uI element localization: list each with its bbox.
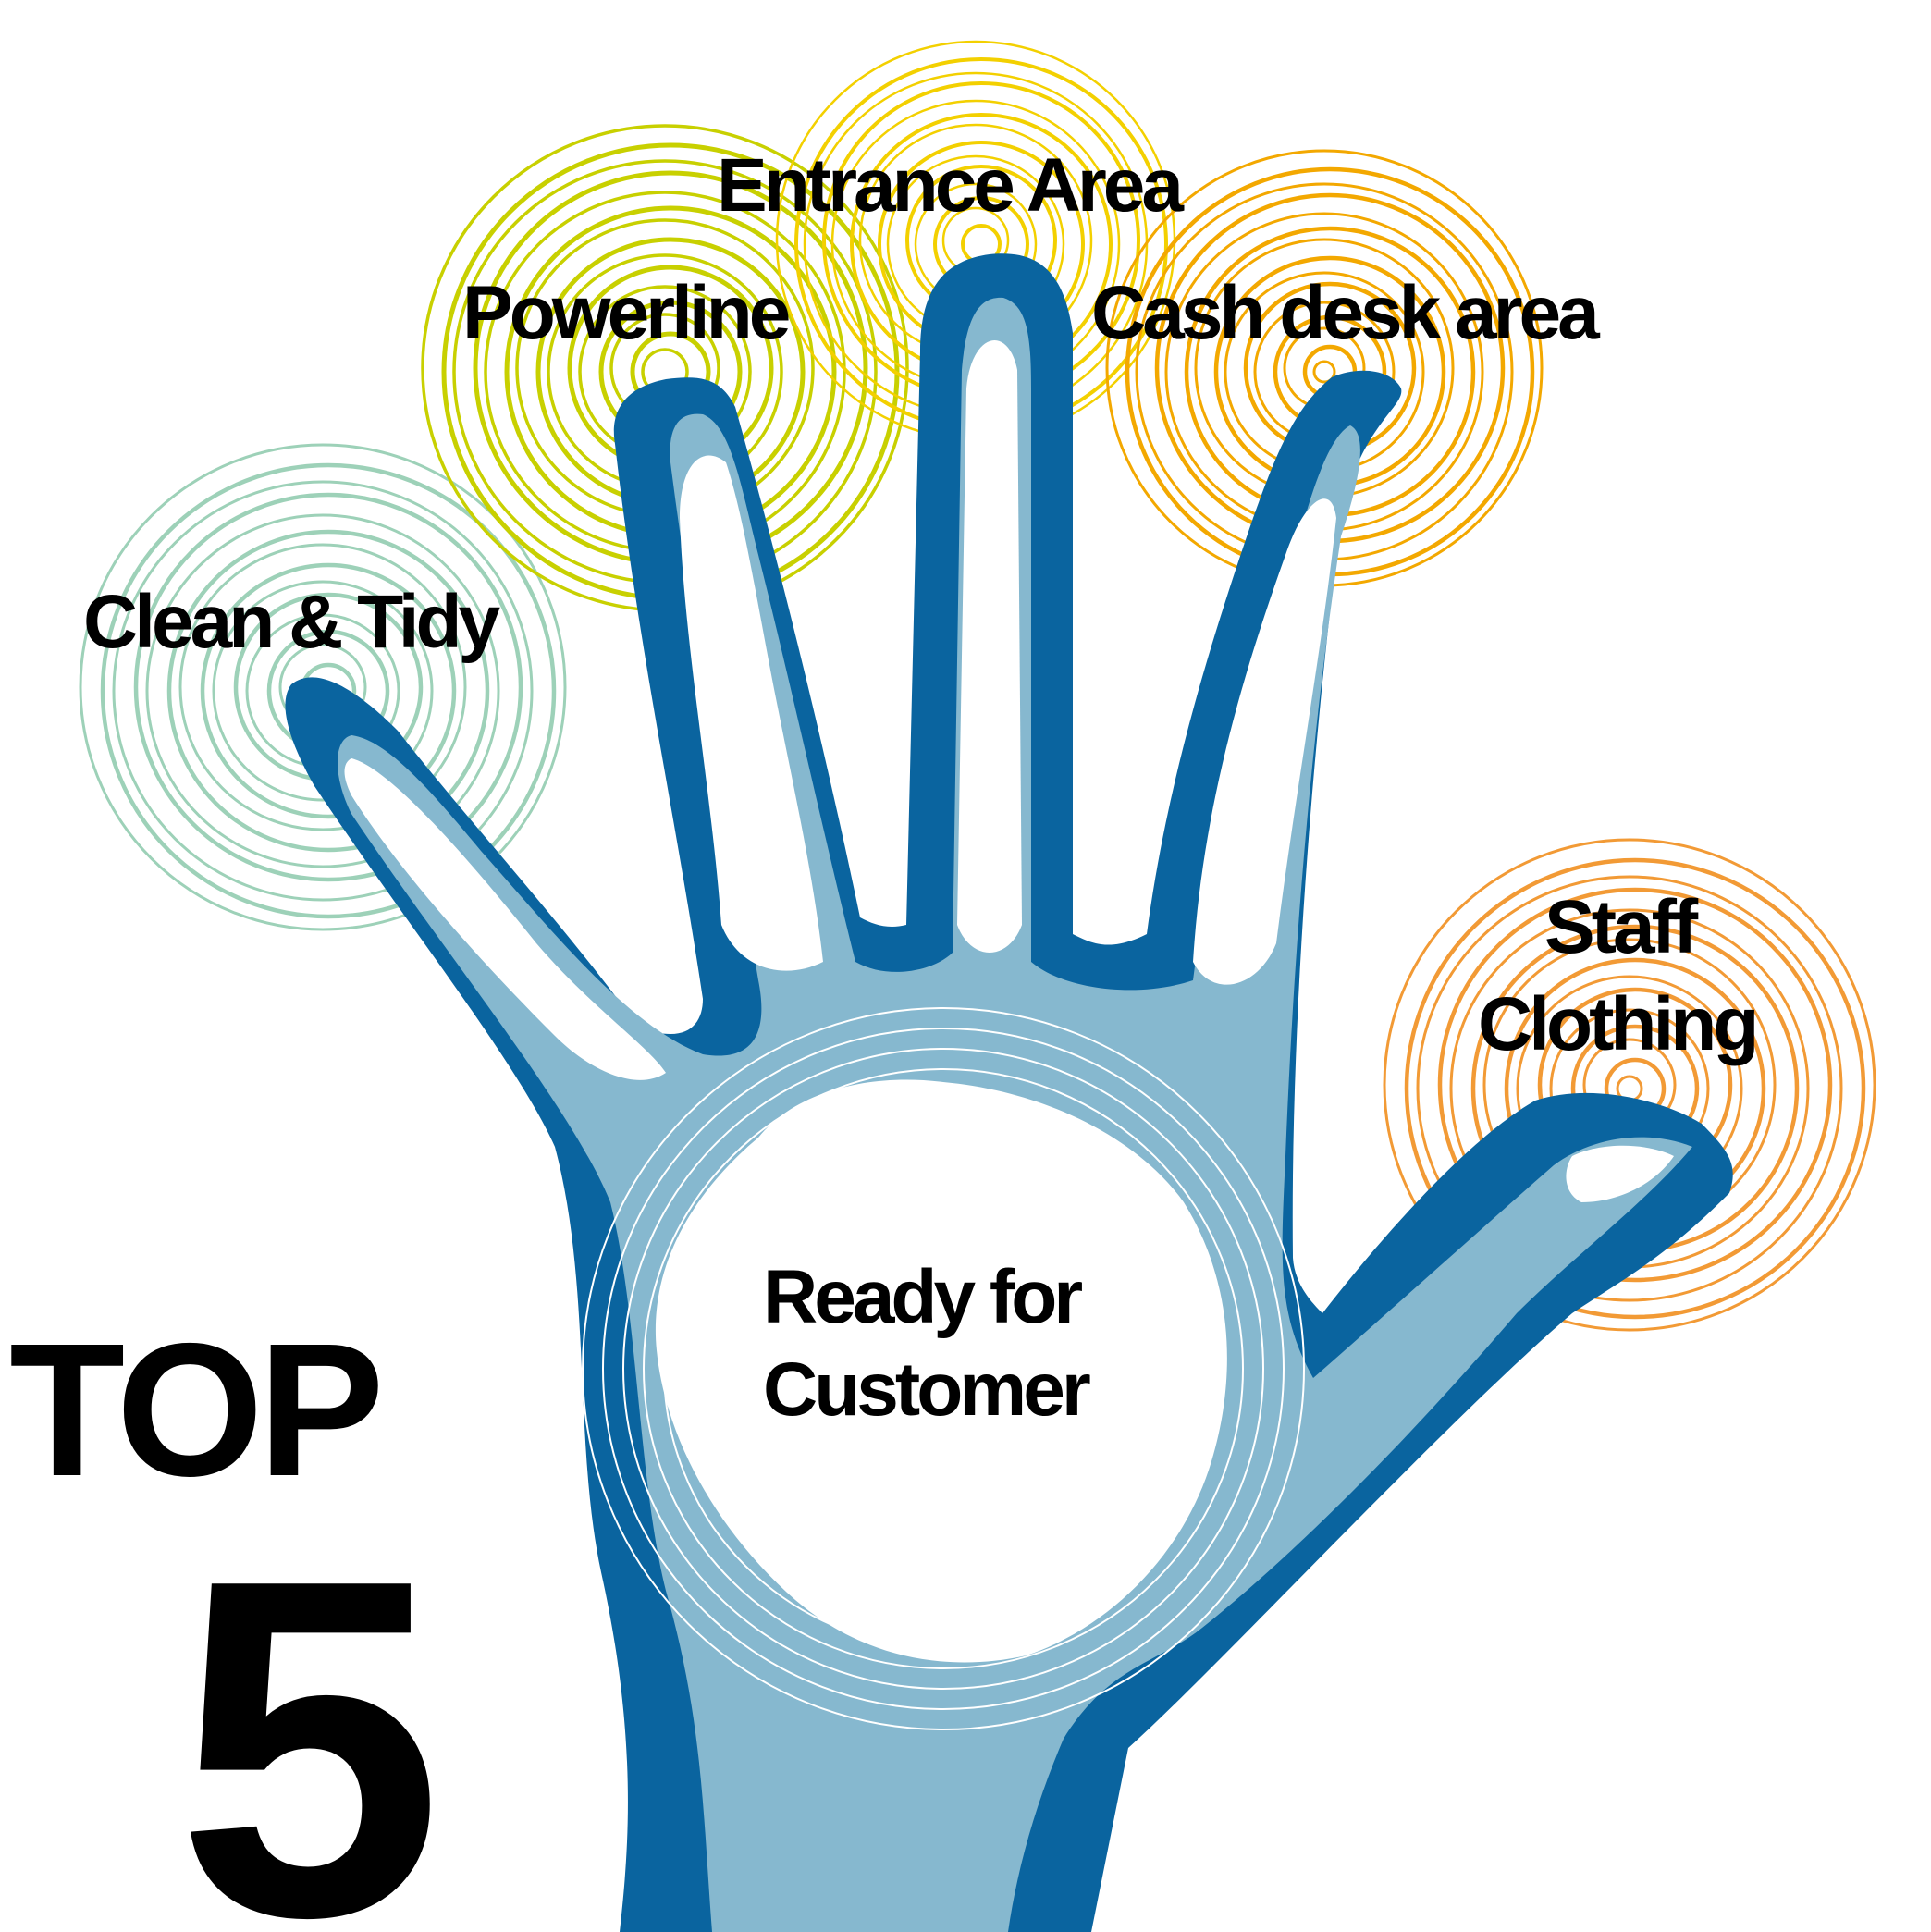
palm-rings <box>582 1007 1305 1730</box>
label-clean-tidy: Clean & Tidy <box>83 580 501 664</box>
staff-clothing-ring <box>1416 875 1843 1302</box>
palm-ring <box>643 1068 1244 1669</box>
cash-desk-ring <box>1312 360 1336 384</box>
label-customer: Customer <box>763 1347 1090 1432</box>
index-finger-highlight <box>680 455 823 971</box>
clean-tidy-ring <box>145 513 500 868</box>
label-powerline: Powerline <box>462 271 789 355</box>
label-staff: Staff <box>1544 885 1699 969</box>
label-entrance-area: Entrance Area <box>717 143 1185 228</box>
label-clothing: Clothing <box>1478 982 1755 1066</box>
palm-ring <box>602 1028 1285 1710</box>
palm-ring <box>622 1048 1264 1690</box>
middle-finger-highlight <box>957 339 1022 953</box>
hand-illustration <box>285 253 1733 1932</box>
staff-clothing-ring <box>1383 838 1876 1332</box>
palm-ring <box>663 1089 1224 1649</box>
clean-tidy-ring <box>212 580 434 802</box>
label-top: TOP <box>9 1304 379 1516</box>
clean-tidy-ring <box>166 529 490 853</box>
label-cash-desk-area: Cash desk area <box>1091 271 1601 355</box>
label-number-five: 5 <box>176 1480 443 1932</box>
clean-tidy-ring <box>133 492 523 882</box>
clean-tidy-ring <box>100 462 557 919</box>
clean-tidy-ring <box>112 480 534 902</box>
little-finger-highlight <box>344 758 666 1080</box>
palm-highlight <box>655 1079 1227 1663</box>
clean-tidy-ring <box>79 443 567 931</box>
clean-tidy-rings <box>79 443 567 931</box>
staff-clothing-ring <box>1437 887 1833 1283</box>
clean-tidy-ring <box>178 543 467 831</box>
label-ready-for: Ready for <box>763 1255 1082 1339</box>
ring-finger-highlight <box>1193 498 1336 985</box>
palm-ring <box>582 1007 1305 1730</box>
staff-clothing-ring <box>1404 857 1866 1320</box>
clean-tidy-ring <box>200 562 457 819</box>
thumb-highlight <box>1566 1145 1674 1202</box>
